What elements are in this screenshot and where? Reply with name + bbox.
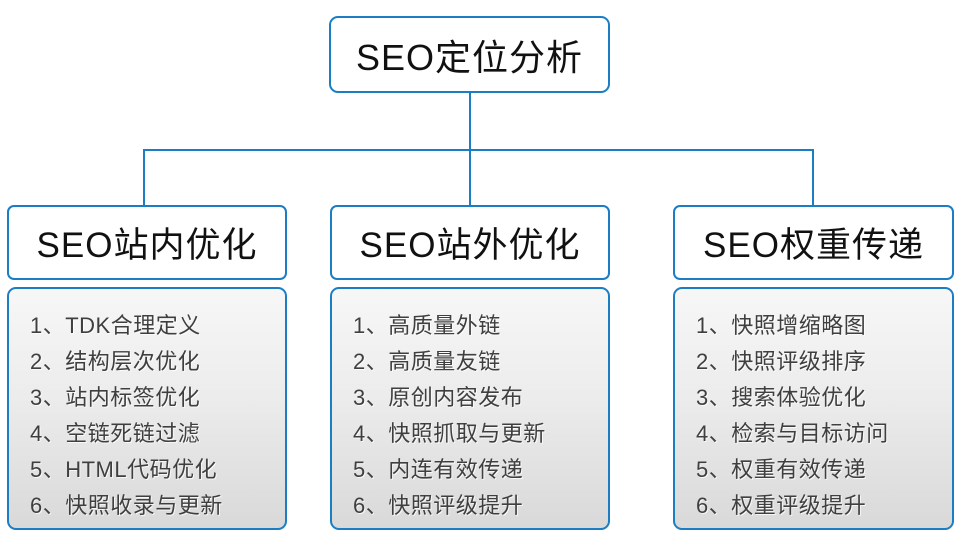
list-item: 3、搜索体验优化 [696,385,867,410]
branch-header-weight-transfer: SEO权重传递 [673,205,954,280]
list-item: 4、检索与目标访问 [696,421,889,446]
list-item: 3、站内标签优化 [30,385,201,410]
connector-right-drop-line [812,149,814,207]
root-node-title: SEO定位分析 [355,36,584,78]
branch-list-offsite-optimization: 1、高质量外链 2、高质量友链 3、原创内容发布 4、快照抓取与更新 5、内连有… [330,287,610,530]
list-item: 5、内连有效传递 [353,457,524,482]
list-item: 6、快照评级提升 [353,493,524,518]
branch-title: SEO站内优化 [36,226,258,265]
list-item: 1、TDK合理定义 [30,313,201,338]
connector-horizontal-line [143,149,814,151]
connector-left-drop-line [143,149,145,207]
branch-title: SEO权重传递 [703,226,924,265]
root-node-seo-positioning-analysis: SEO定位分析 [329,16,610,93]
list-item: 6、快照收录与更新 [30,493,223,518]
list-item: 2、高质量友链 [353,349,501,374]
branch-header-onsite-optimization: SEO站内优化 [7,205,287,280]
branch-header-offsite-optimization: SEO站外优化 [330,205,610,280]
list-item: 4、空链死链过滤 [30,421,201,446]
branch-list-onsite-optimization: 1、TDK合理定义 2、结构层次优化 3、站内标签优化 4、空链死链过滤 5、H… [7,287,287,530]
list-item: 2、快照评级排序 [696,349,867,374]
list-item: 5、HTML代码优化 [30,457,218,482]
list-item: 5、权重有效传递 [696,457,867,482]
list-item: 2、结构层次优化 [30,349,201,374]
list-item: 6、权重评级提升 [696,493,867,518]
branch-list-weight-transfer: 1、快照增缩略图 2、快照评级排序 3、搜索体验优化 4、检索与目标访问 5、权… [673,287,954,530]
list-item: 4、快照抓取与更新 [353,421,546,446]
branch-title: SEO站外优化 [359,226,581,265]
list-item: 3、原创内容发布 [353,385,524,410]
list-item: 1、高质量外链 [353,313,501,338]
list-item: 1、快照增缩略图 [696,313,867,338]
